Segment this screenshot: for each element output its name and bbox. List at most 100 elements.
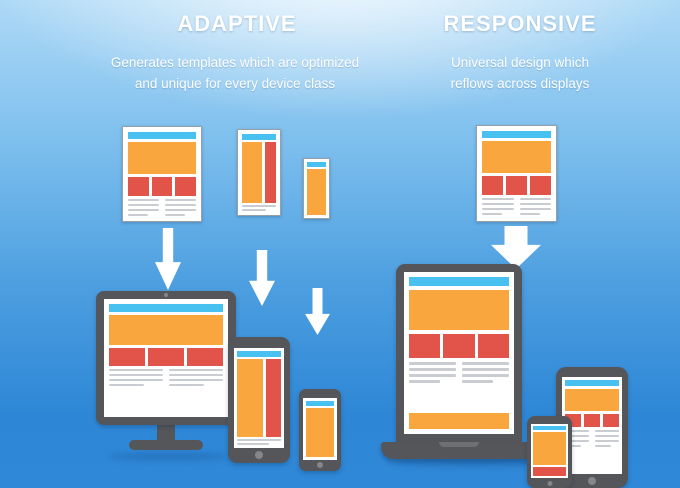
wireframe-content-row xyxy=(128,177,197,196)
monitor-stand-base xyxy=(129,440,203,450)
wireframe-text-line xyxy=(409,380,440,383)
device-shadow xyxy=(108,452,228,461)
wireframe-split-row xyxy=(242,142,276,203)
wireframe-text-line xyxy=(595,430,619,432)
wireframe-text-column xyxy=(595,430,619,471)
wireframe-text-area xyxy=(482,198,551,216)
wireframe-text-line xyxy=(565,435,589,437)
wireframe-text-area xyxy=(409,362,509,409)
home-button-icon xyxy=(255,451,263,459)
wireframe-text-line xyxy=(482,208,514,210)
wireframe-hero-block xyxy=(409,290,509,330)
wireframe-text-area xyxy=(237,439,281,445)
wireframe-text-column xyxy=(169,369,223,412)
wireframe-text-line xyxy=(165,199,196,201)
wireframe-content-block xyxy=(175,177,197,196)
wireframe-text-line xyxy=(169,379,223,381)
wireframe-text-line xyxy=(565,430,589,432)
webcam-dot-icon xyxy=(164,293,168,297)
wireframe-content-block xyxy=(128,177,149,196)
laptop-device xyxy=(381,264,552,459)
wireframe-hero-block xyxy=(565,389,619,411)
wireframe-content-block xyxy=(151,177,173,196)
wireframe-text-line xyxy=(595,435,619,437)
wireframe-content-block xyxy=(506,176,527,195)
responsive-subtitle-line1: Universal design which xyxy=(450,55,590,70)
wireframe-content-block xyxy=(109,348,145,366)
adaptive-heading: ADAPTIVE xyxy=(177,11,297,36)
wireframe-text-line xyxy=(482,213,503,215)
phone-device xyxy=(299,389,341,471)
wireframe-content-block xyxy=(533,467,566,476)
wireframe-text-line xyxy=(462,362,509,365)
responsive-heading: RESPONSIVE xyxy=(443,11,597,36)
wireframe-content-block xyxy=(187,348,223,366)
wireframe-text-line xyxy=(242,205,276,207)
wireframe-content-row xyxy=(409,334,509,358)
wireframe-header-bar xyxy=(128,132,196,139)
wireframe-text-line xyxy=(462,380,493,383)
wireframe-header-bar xyxy=(242,134,276,140)
phone-device xyxy=(527,416,572,488)
wireframe-header-bar xyxy=(565,380,619,386)
wireframe-text-line xyxy=(237,439,281,441)
wireframe-text-line xyxy=(109,374,163,376)
wireframe-text-line xyxy=(242,209,267,211)
wireframe-content-block xyxy=(148,348,184,366)
wireframe-content-block xyxy=(265,359,281,437)
tablet-frame xyxy=(556,367,628,488)
wireframe-text-line xyxy=(109,384,145,386)
tablet-device xyxy=(228,337,290,463)
wireframe-text-column xyxy=(165,199,196,216)
phone-screen xyxy=(303,398,337,460)
wireframe-header-bar xyxy=(482,131,551,138)
wireframe-hero-block xyxy=(109,315,223,345)
wireframe-text-line xyxy=(109,379,163,381)
wireframe-text-line xyxy=(128,209,159,211)
laptop-screen xyxy=(404,272,514,434)
responsive-template xyxy=(476,125,557,222)
wireframe-text-line xyxy=(165,204,196,206)
wireframe-text-line xyxy=(128,204,159,206)
wireframe-text-line xyxy=(482,198,514,200)
wireframe-split-row xyxy=(237,359,281,437)
down-arrow-icon xyxy=(249,250,275,306)
wireframe-content-block xyxy=(409,334,441,358)
wireframe-text-area xyxy=(242,205,276,211)
wireframe-text-line xyxy=(519,198,551,200)
wireframe-text-line xyxy=(595,445,611,447)
wireframe-text-line xyxy=(109,369,163,371)
responsive-subtitle: Universal design which reflows across di… xyxy=(400,53,640,95)
wireframe-text-line xyxy=(519,208,551,210)
wireframe-hero-block xyxy=(128,142,196,174)
wireframe-text-line xyxy=(565,445,581,447)
wireframe-header-bar xyxy=(409,277,509,286)
wireframe-text-column xyxy=(565,430,589,471)
phone-screen xyxy=(531,424,568,478)
wireframe-hero-block xyxy=(533,432,566,465)
wireframe-content-block xyxy=(443,334,475,358)
down-arrow-icon xyxy=(155,228,181,290)
desktop-monitor-device xyxy=(96,291,236,450)
wireframe-text-line xyxy=(165,209,196,211)
adaptive-template-desktop xyxy=(122,126,202,222)
wireframe-header-bar xyxy=(237,351,281,357)
wireframe-hero-block xyxy=(482,141,551,173)
tablet-screen xyxy=(562,377,622,474)
monitor-stand-neck xyxy=(157,425,175,440)
adaptive-template-phone xyxy=(303,158,330,219)
wireframe-text-line xyxy=(409,362,456,365)
wireframe-text-line xyxy=(165,214,186,216)
responsive-subtitle-line2: reflows across displays xyxy=(450,75,590,91)
wireframe-content-block xyxy=(264,142,276,203)
wireframe-hero-block xyxy=(307,169,326,215)
tablet-frame xyxy=(228,337,290,463)
adaptive-template-tablet xyxy=(237,129,281,216)
wireframe-hero-block xyxy=(306,408,334,457)
wireframe-text-line xyxy=(409,374,456,377)
wireframe-content-block xyxy=(482,176,503,195)
wireframe-text-column xyxy=(128,199,159,216)
wireframe-content-row xyxy=(482,176,551,195)
tablet-device xyxy=(556,367,628,488)
